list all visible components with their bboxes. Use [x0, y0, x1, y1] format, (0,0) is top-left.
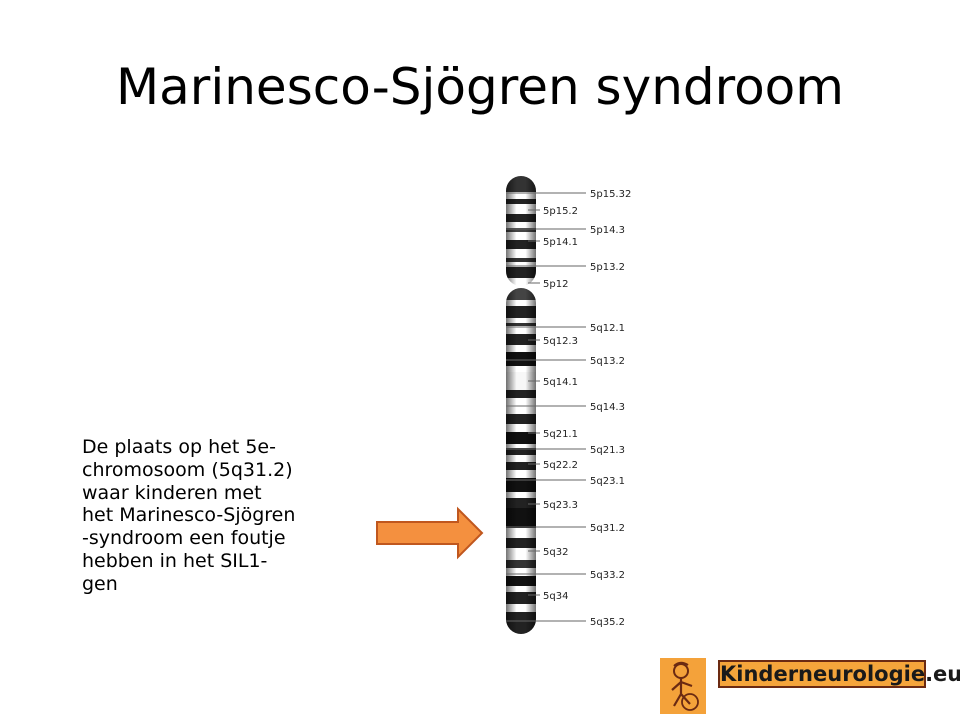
band-label: 5q33.2	[590, 570, 625, 581]
band-labels: 5p15.32 5p14.3 5p13.2 5q12.1 5q13.2 5q14.3 5q2…	[543, 189, 631, 628]
band-label: 5p15.32	[590, 189, 631, 200]
band-label: 5q32	[543, 547, 568, 558]
band-label: 5p14.3	[590, 225, 625, 236]
chromosome-q-arm	[506, 288, 536, 634]
pointer-arrow	[376, 506, 484, 560]
band-label: 5q21.3	[590, 445, 625, 456]
logo-text: Kinderneurologie.eu	[720, 662, 960, 686]
band-label: 5q14.1	[543, 377, 578, 388]
band-label: 5p13.2	[590, 262, 625, 273]
child-figure-icon	[660, 658, 706, 714]
band-label: 5p15.2	[543, 206, 578, 217]
band-label-lines	[506, 192, 586, 622]
band-label: 5q23.3	[543, 500, 578, 511]
band-label: 5q13.2	[590, 356, 625, 367]
band-label: 5q23.1	[590, 476, 625, 487]
slide-title: Marinesco-Sjögren syndroom	[116, 58, 844, 116]
band-label: 5p12	[543, 279, 568, 290]
band-label: 5q22.2	[543, 460, 578, 471]
band-label: 5q21.1	[543, 429, 578, 440]
band-label: 5q14.3	[590, 402, 625, 413]
logo-label-box: Kinderneurologie.eu	[718, 660, 960, 688]
band-label: 5q12.1	[590, 323, 625, 334]
band-label: 5q35.2	[590, 617, 625, 628]
description-text: De plaats op het 5e-chromosoom (5q31.2) …	[82, 436, 296, 595]
band-label: 5q12.3	[543, 336, 578, 347]
band-label: 5p14.1	[543, 237, 578, 248]
band-label: 5q31.2	[590, 523, 625, 534]
band-label: 5q34	[543, 591, 568, 602]
kinderneurologie-logo: Kinderneurologie.eu	[660, 656, 960, 716]
chromosome-p-arm	[506, 176, 536, 286]
